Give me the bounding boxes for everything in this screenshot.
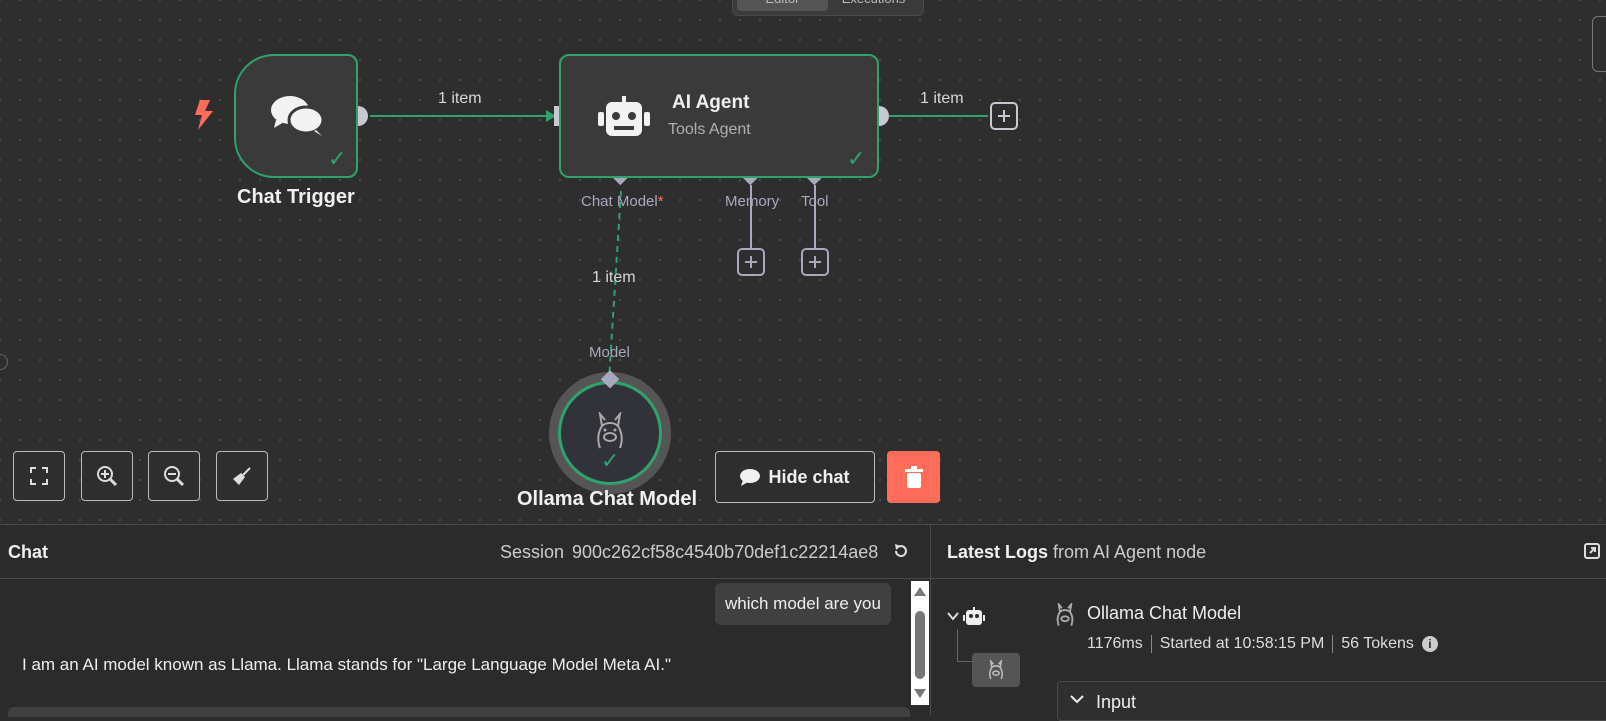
editor-executions-tabs: Editor Executions: [732, 0, 924, 16]
success-check-icon: ✓: [601, 448, 620, 473]
fit-view-button[interactable]: [13, 451, 65, 501]
chevron-down-icon: [1070, 695, 1084, 704]
trash-icon: [904, 466, 923, 488]
ai-agent-title: AI Agent: [672, 92, 750, 113]
tab-executions[interactable]: Executions: [828, 0, 919, 11]
hide-chat-button[interactable]: Hide chat: [715, 451, 875, 503]
chat-model-handle-label: Chat Model*: [581, 193, 664, 210]
delete-execution-button[interactable]: [887, 451, 940, 503]
ai-agent-subtitle: Tools Agent: [668, 121, 751, 138]
hide-chat-label: Hide chat: [768, 466, 850, 487]
session-id: 900c262cf58c4540b70def1c22214ae8: [572, 542, 879, 562]
ollama-title: Ollama Chat Model: [517, 488, 698, 510]
fullscreen-icon: [30, 467, 48, 485]
broom-icon: [233, 467, 251, 485]
tidy-up-button[interactable]: [216, 451, 268, 501]
success-check-icon: ✓: [328, 146, 347, 171]
chat-trigger-node[interactable]: ✓: [234, 54, 358, 178]
session-label: Session: [500, 542, 565, 562]
scroll-up-icon[interactable]: [914, 587, 926, 596]
llama-icon: [1056, 603, 1074, 626]
trigger-bolt-icon: [195, 100, 213, 130]
log-tree-item-ollama[interactable]: [972, 653, 1020, 687]
log-started: Started at 10:58:15 PM: [1159, 635, 1325, 652]
memory-handle-label: Memory: [725, 193, 780, 210]
log-entry-meta: 1176ms Started at 10:58:15 PM 56 Tokens …: [1087, 635, 1438, 653]
edge-label-agent-output: 1 item: [920, 90, 964, 107]
robot-icon[interactable]: [963, 607, 985, 627]
required-marker: *: [657, 193, 664, 210]
workflow-canvas[interactable]: Editor Executions 1 item 1 item 1: [0, 0, 1606, 524]
success-check-icon: ✓: [847, 146, 866, 171]
scroll-down-icon[interactable]: [914, 689, 926, 698]
logs-title: Latest Logs from AI Agent node: [947, 542, 1207, 562]
divider: [1332, 635, 1334, 653]
zoom-in-button[interactable]: [81, 451, 133, 501]
chat-scrollbar[interactable]: [911, 581, 929, 705]
user-message: which model are you: [715, 583, 891, 625]
logs-panel: Latest Logs from AI Agent node Ollama Ch…: [931, 524, 1606, 721]
zoom-out-button[interactable]: [148, 451, 200, 501]
log-tokens: 56 Tokens: [1341, 635, 1414, 652]
log-input-section[interactable]: Input: [1057, 681, 1606, 721]
chat-header: Chat Session 900c262cf58c4540b70def1c222…: [0, 525, 930, 579]
edge-label-trigger-agent: 1 item: [438, 90, 482, 107]
info-icon[interactable]: i: [1421, 636, 1438, 652]
agent-input-handle[interactable]: [554, 106, 562, 126]
zoom-out-icon: [164, 466, 185, 487]
tab-editor[interactable]: Editor: [737, 0, 828, 11]
panel-toggle-button[interactable]: [1592, 16, 1606, 72]
robot-icon: [598, 96, 650, 136]
chat-trigger-title: Chat Trigger: [237, 186, 355, 208]
divider: [1150, 635, 1152, 653]
comment-icon: [740, 469, 761, 486]
edge-label-model-agent: 1 item: [592, 269, 636, 286]
chat-input[interactable]: [8, 707, 910, 717]
chat-bubbles-icon: [271, 96, 325, 136]
bot-message: I am an AI model known as Llama. Llama s…: [22, 655, 671, 674]
edge-arrowhead: [546, 110, 556, 122]
llama-icon: [989, 660, 1003, 680]
scroll-thumb[interactable]: [915, 611, 925, 679]
log-entry-name: Ollama Chat Model: [1087, 603, 1242, 623]
logs-header: Latest Logs from AI Agent node: [931, 525, 1606, 579]
tool-handle-label: Tool: [801, 193, 829, 210]
llama-icon: [597, 412, 623, 449]
model-output-handle[interactable]: [598, 368, 622, 392]
tree-connector: [957, 629, 972, 662]
collapse-chevron-icon[interactable]: [947, 611, 959, 621]
model-handle-label: Model: [589, 344, 630, 361]
ai-agent-node[interactable]: AI Agent Tools Agent ✓: [559, 54, 879, 178]
refresh-session-icon[interactable]: [893, 543, 909, 559]
input-section-label: Input: [1096, 692, 1137, 712]
open-external-icon[interactable]: [1584, 543, 1600, 559]
log-duration: 1176ms: [1087, 635, 1143, 652]
chat-panel: Chat Session 900c262cf58c4540b70def1c222…: [0, 524, 931, 717]
edge-model-agent: [608, 190, 622, 381]
chat-title: Chat: [8, 542, 48, 562]
zoom-in-icon: [97, 466, 118, 487]
